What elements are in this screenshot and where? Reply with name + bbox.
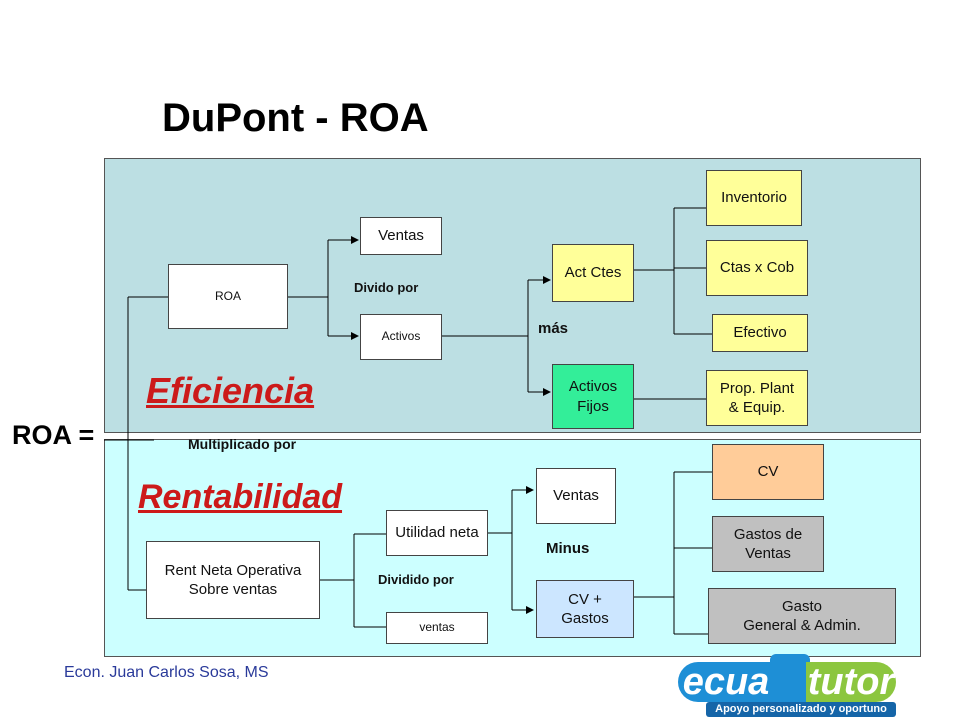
logo-center-shape [770, 654, 810, 706]
logo-text-ecua: ecua [678, 662, 774, 702]
cv-gastos-box: CV + Gastos [536, 580, 634, 638]
ecuatutor-logo: ecua tutor Apoyo personalizado y oportun… [678, 652, 904, 718]
ventas-lower-box: ventas [386, 612, 488, 644]
gasto-general-box: Gasto General & Admin. [708, 588, 896, 644]
roa-equals-label: ROA = [12, 420, 95, 450]
mas-label: más [538, 320, 569, 337]
author-footer: Econ. Juan Carlos Sosa, MS [64, 664, 269, 681]
cv-box: CV [712, 444, 824, 500]
logo-tagline: Apoyo personalizado y oportuno [706, 702, 896, 717]
inventorio-box: Inventorio [706, 170, 802, 226]
multiplicado-por-label: Multiplicado por [188, 436, 297, 452]
ventas-box-top: Ventas [360, 217, 442, 255]
rent-neta-box: Rent Neta Operativa Sobre ventas [146, 541, 320, 619]
act-ctes-box: Act Ctes [552, 244, 634, 302]
activos-box: Activos [360, 314, 442, 360]
utilidad-neta-box: Utilidad neta [386, 510, 488, 556]
prop-plant-box: Prop. Plant & Equip. [706, 370, 808, 426]
minus-label: Minus [546, 540, 590, 557]
ventas-right-box: Ventas [536, 468, 616, 524]
logo-text-tutor: tutor [806, 661, 896, 703]
ctas-x-cob-box: Ctas x Cob [706, 240, 808, 296]
roa-box: ROA [168, 264, 288, 329]
eficiencia-heading: Eficiencia [146, 370, 315, 411]
rentabilidad-heading: Rentabilidad [138, 478, 343, 516]
activos-fijos-box: Activos Fijos [552, 364, 634, 429]
page-title: DuPont - ROA [162, 96, 429, 140]
gastos-ventas-box: Gastos de Ventas [712, 516, 824, 572]
divido-por-label: Divido por [354, 280, 419, 295]
dividido-por-label: Dividido por [378, 572, 454, 587]
efectivo-box: Efectivo [712, 314, 808, 352]
